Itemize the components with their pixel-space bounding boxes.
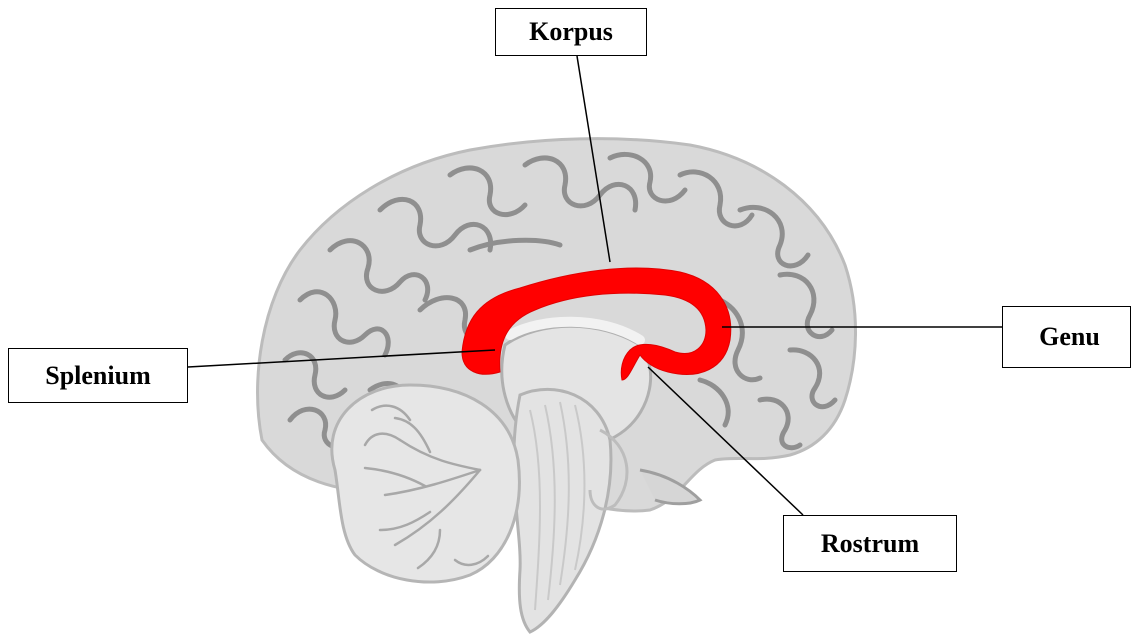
brainstem (514, 389, 611, 632)
label-korpus: Korpus (495, 8, 647, 56)
label-genu: Genu (1002, 306, 1131, 368)
label-rostrum-text: Rostrum (821, 531, 919, 557)
cerebellum (332, 385, 520, 582)
label-splenium-text: Splenium (45, 363, 151, 389)
label-genu-text: Genu (1039, 324, 1100, 350)
label-korpus-text: Korpus (529, 19, 613, 45)
label-splenium: Splenium (8, 348, 188, 403)
label-rostrum: Rostrum (783, 515, 957, 572)
